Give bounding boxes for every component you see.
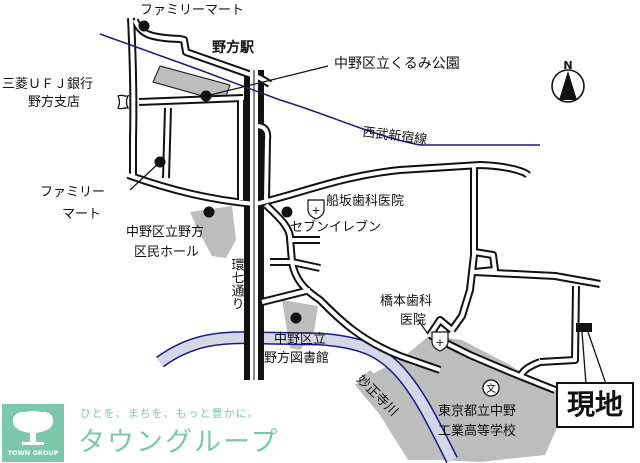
label-kumin-hall-line1: 中野区立野方 — [126, 224, 204, 240]
school-icon: 文 — [482, 379, 500, 397]
label-mufg-line2: 野方支店 — [28, 94, 80, 110]
label-hashimoto-dental-line1: 橋本歯科 — [380, 294, 432, 309]
svg-text:+: + — [435, 336, 444, 349]
poi-markers — [129, 20, 429, 335]
familymart-top-dot — [138, 20, 150, 32]
label-kurumi-park: 中野区立くるみ公園 — [334, 56, 460, 72]
compass: N — [551, 59, 585, 103]
label-school-line1: 東京都立中野 — [438, 403, 516, 419]
logo-caption: TOWN GROUP — [7, 449, 59, 457]
kumin-hall-area — [190, 206, 236, 258]
label-seibu-line: 西武新宿線 — [362, 124, 428, 148]
svg-text:+: + — [311, 204, 320, 217]
label-library-line1: 中野区立 — [274, 332, 326, 347]
hospital-icon: + — [431, 331, 449, 352]
library-dot — [290, 312, 302, 324]
seven-eleven-dot — [281, 206, 293, 218]
school-area-lower — [355, 370, 440, 460]
compass-north-label: N — [563, 59, 572, 72]
label-familymart-left-line1: ファミリー — [40, 185, 105, 200]
hospital-icon: + — [307, 199, 325, 220]
label-library-line2: 野方図書館 — [264, 350, 329, 366]
school-area — [370, 335, 556, 462]
logo-name: タウングループ — [78, 427, 280, 458]
seibu-shinjuku-line — [99, 33, 540, 146]
tree-icon — [13, 411, 53, 445]
svg-text:文: 文 — [486, 382, 496, 395]
label-nogata-station: 野方駅 — [212, 39, 255, 56]
label-hashimoto-dental-line2: 医院 — [400, 313, 426, 328]
site-marker — [576, 323, 592, 332]
kumin-hall-dot — [203, 206, 215, 218]
label-seven-eleven: セブンイレブン — [290, 219, 381, 235]
bank-icon — [117, 94, 130, 110]
label-mufg-line1: 三菱ＵＦＪ銀行 — [2, 77, 93, 92]
label-familymart-left-line2: マート — [62, 207, 101, 222]
label-kannana-dori: 環七通り — [229, 258, 245, 310]
north-arrow-icon — [559, 71, 577, 100]
myoshoji-river — [156, 331, 458, 463]
logo-tagline: ひとを、まちを、もっと豊かに。 — [80, 407, 260, 420]
roads — [126, 17, 601, 394]
town-group-logo — [2, 404, 64, 462]
label-school-line2: 工業高等学校 — [438, 423, 516, 439]
label-funasaka-dental: 船坂歯科医院 — [326, 194, 404, 209]
site-label: 現地 — [556, 382, 634, 428]
label-kumin-hall-line2: 区民ホール — [134, 245, 199, 260]
label-familymart-top: ファミリーマート — [140, 3, 244, 18]
